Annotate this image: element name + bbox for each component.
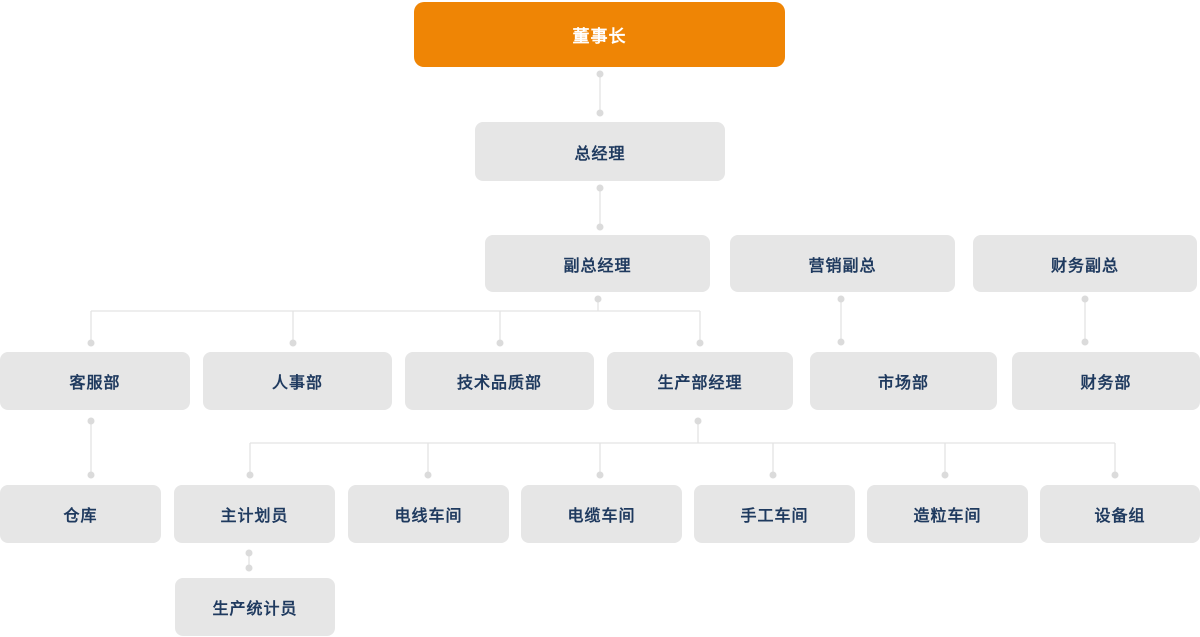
org-node-general-manager[interactable]: 总经理 xyxy=(475,122,725,181)
org-node-wire-workshop[interactable]: 电线车间 xyxy=(348,485,509,543)
org-node-manual-workshop[interactable]: 手工车间 xyxy=(694,485,855,543)
org-node-tech-quality[interactable]: 技术品质部 xyxy=(405,352,594,410)
org-node-finance-vp[interactable]: 财务副总 xyxy=(973,235,1197,292)
org-node-equipment-group[interactable]: 设备组 xyxy=(1040,485,1200,543)
org-node-chief-planner[interactable]: 主计划员 xyxy=(174,485,335,543)
org-node-production-manager[interactable]: 生产部经理 xyxy=(607,352,793,410)
org-node-finance-dept[interactable]: 财务部 xyxy=(1012,352,1200,410)
org-node-warehouse[interactable]: 仓库 xyxy=(0,485,161,543)
org-node-pelletizing-workshop[interactable]: 造粒车间 xyxy=(867,485,1028,543)
org-node-deputy-gm[interactable]: 副总经理 xyxy=(485,235,710,292)
org-node-market-dept[interactable]: 市场部 xyxy=(810,352,997,410)
org-node-marketing-vp[interactable]: 营销副总 xyxy=(730,235,955,292)
org-node-production-statistician[interactable]: 生产统计员 xyxy=(175,578,335,636)
org-node-customer-service[interactable]: 客服部 xyxy=(0,352,190,410)
org-node-cable-workshop[interactable]: 电缆车间 xyxy=(521,485,682,543)
org-node-hr-dept[interactable]: 人事部 xyxy=(203,352,392,410)
org-node-chairman[interactable]: 董事长 xyxy=(414,2,785,67)
